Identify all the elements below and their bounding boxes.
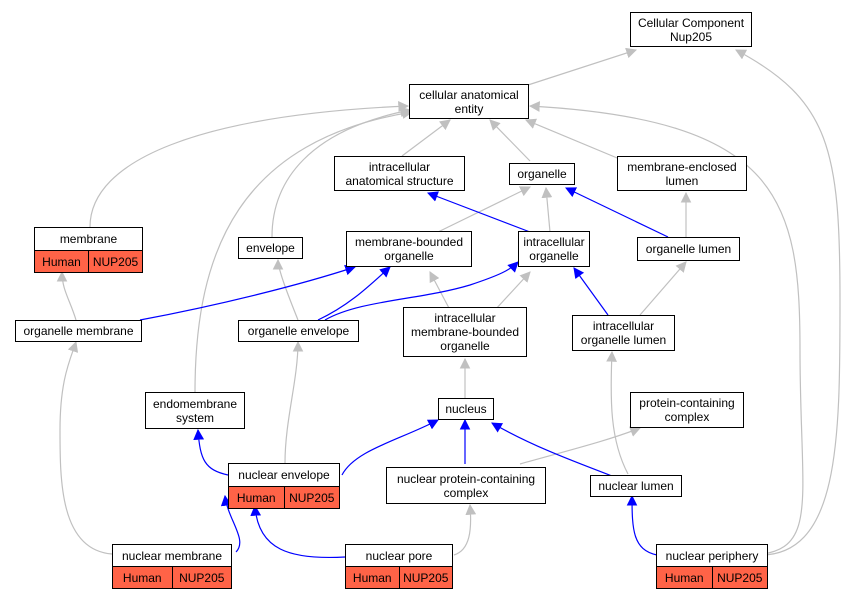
edge-oe-mbo xyxy=(317,266,391,321)
edge-mbo-organelle xyxy=(437,186,531,233)
edge-mel-cae xyxy=(525,118,623,161)
node-envelope[interactable]: envelope xyxy=(238,237,303,259)
node-membrane[interactable]: membrane Human NUP205 xyxy=(34,227,143,273)
node-endomembrane-system[interactable]: endomembrane system xyxy=(145,392,245,429)
gene-label: NUP205 xyxy=(711,567,768,588)
node-organelle-lumen[interactable]: organelle lumen xyxy=(637,237,740,261)
edge-io-organelle xyxy=(541,186,553,233)
node-nucleus[interactable]: nucleus xyxy=(438,398,494,420)
edge-ias-cae xyxy=(401,119,451,157)
edge-np-ne xyxy=(250,504,346,559)
edge-membrane-cae xyxy=(89,101,410,228)
annotation-row: Human NUP205 xyxy=(657,566,767,588)
node-organelle-membrane[interactable]: organelle membrane xyxy=(15,320,142,342)
edge-oe-io xyxy=(324,261,519,321)
species-label: Human xyxy=(122,570,162,585)
edge-nper-cc xyxy=(735,49,841,556)
gene-label: NUP205 xyxy=(283,487,340,508)
edge-cae-cc xyxy=(527,47,638,86)
edge-imbo-io xyxy=(494,271,531,311)
edge-np-npcc xyxy=(453,503,477,556)
gene-label: NUP205 xyxy=(171,567,232,588)
edge-nm-om xyxy=(59,340,113,555)
node-intracellular-anatomical-structure[interactable]: intracellular anatomical structure xyxy=(334,156,465,191)
node-intracellular-membrane-bounded-organelle[interactable]: intracellular membrane-bounded organelle xyxy=(403,307,527,357)
annotation-row: Human NUP205 xyxy=(229,486,339,508)
edge-om-membrane xyxy=(56,270,77,321)
node-intracellular-organelle[interactable]: intracellular organelle xyxy=(518,231,590,267)
node-intracellular-organelle-lumen[interactable]: intracellular organelle lumen xyxy=(572,315,675,351)
node-nuclear-membrane[interactable]: nuclear membrane Human NUP205 xyxy=(112,544,232,589)
node-cellular-component[interactable]: Cellular Component Nup205 xyxy=(630,12,752,47)
edge-organelle-cae xyxy=(489,119,531,162)
edge-ne-oe xyxy=(284,340,304,464)
node-cellular-anatomical-entity[interactable]: cellular anatomical entity xyxy=(409,84,529,119)
species-label: Human xyxy=(664,570,704,585)
annotation-row: Human NUP205 xyxy=(113,566,231,588)
node-membrane-bounded-organelle[interactable]: membrane-bounded organelle xyxy=(346,231,472,267)
edge-nper-nl xyxy=(626,494,658,556)
node-membrane-enclosed-lumen[interactable]: membrane-enclosed lumen xyxy=(617,156,747,191)
edge-imbo-mbo xyxy=(429,271,451,311)
edge-oe-envelope xyxy=(272,258,299,321)
edge-es-cae xyxy=(194,108,414,393)
edge-om-mbo xyxy=(139,264,357,321)
annotation-row: Human NUP205 xyxy=(346,566,452,588)
species-label: Human xyxy=(352,570,392,585)
node-protein-containing-complex[interactable]: protein-containing complex xyxy=(630,392,744,428)
edge-ne-nucleus xyxy=(341,419,439,476)
edge-io-ias xyxy=(426,191,531,233)
gene-label: NUP205 xyxy=(398,567,453,588)
node-nuclear-envelope[interactable]: nuclear envelope Human NUP205 xyxy=(228,463,340,509)
node-nuclear-periphery[interactable]: nuclear periphery Human NUP205 xyxy=(656,544,768,589)
edge-nm-ne xyxy=(220,494,241,553)
edge-nper-cae xyxy=(528,101,804,556)
edge-nl-nucleus xyxy=(491,422,613,477)
annotation-row: Human NUP205 xyxy=(35,250,142,272)
species-label: Human xyxy=(42,254,81,269)
node-organelle[interactable]: organelle xyxy=(509,163,575,185)
edge-envelope-cae xyxy=(271,106,412,238)
edge-ol-organelle xyxy=(565,187,669,238)
edge-iol-ol xyxy=(639,261,687,316)
edge-nl-iol xyxy=(606,350,629,475)
edge-npcc-pcc xyxy=(519,426,642,465)
gene-label: NUP205 xyxy=(88,251,142,272)
node-nuclear-protein-containing-complex[interactable]: nuclear protein-containing complex xyxy=(386,467,546,504)
node-nuclear-lumen[interactable]: nuclear lumen xyxy=(590,475,682,497)
node-organelle-envelope[interactable]: organelle envelope xyxy=(238,320,359,342)
edge-iol-io xyxy=(573,267,609,316)
species-label: Human xyxy=(236,490,276,505)
node-nuclear-pore[interactable]: nuclear pore Human NUP205 xyxy=(345,544,453,589)
edge-ne-es xyxy=(193,428,229,476)
